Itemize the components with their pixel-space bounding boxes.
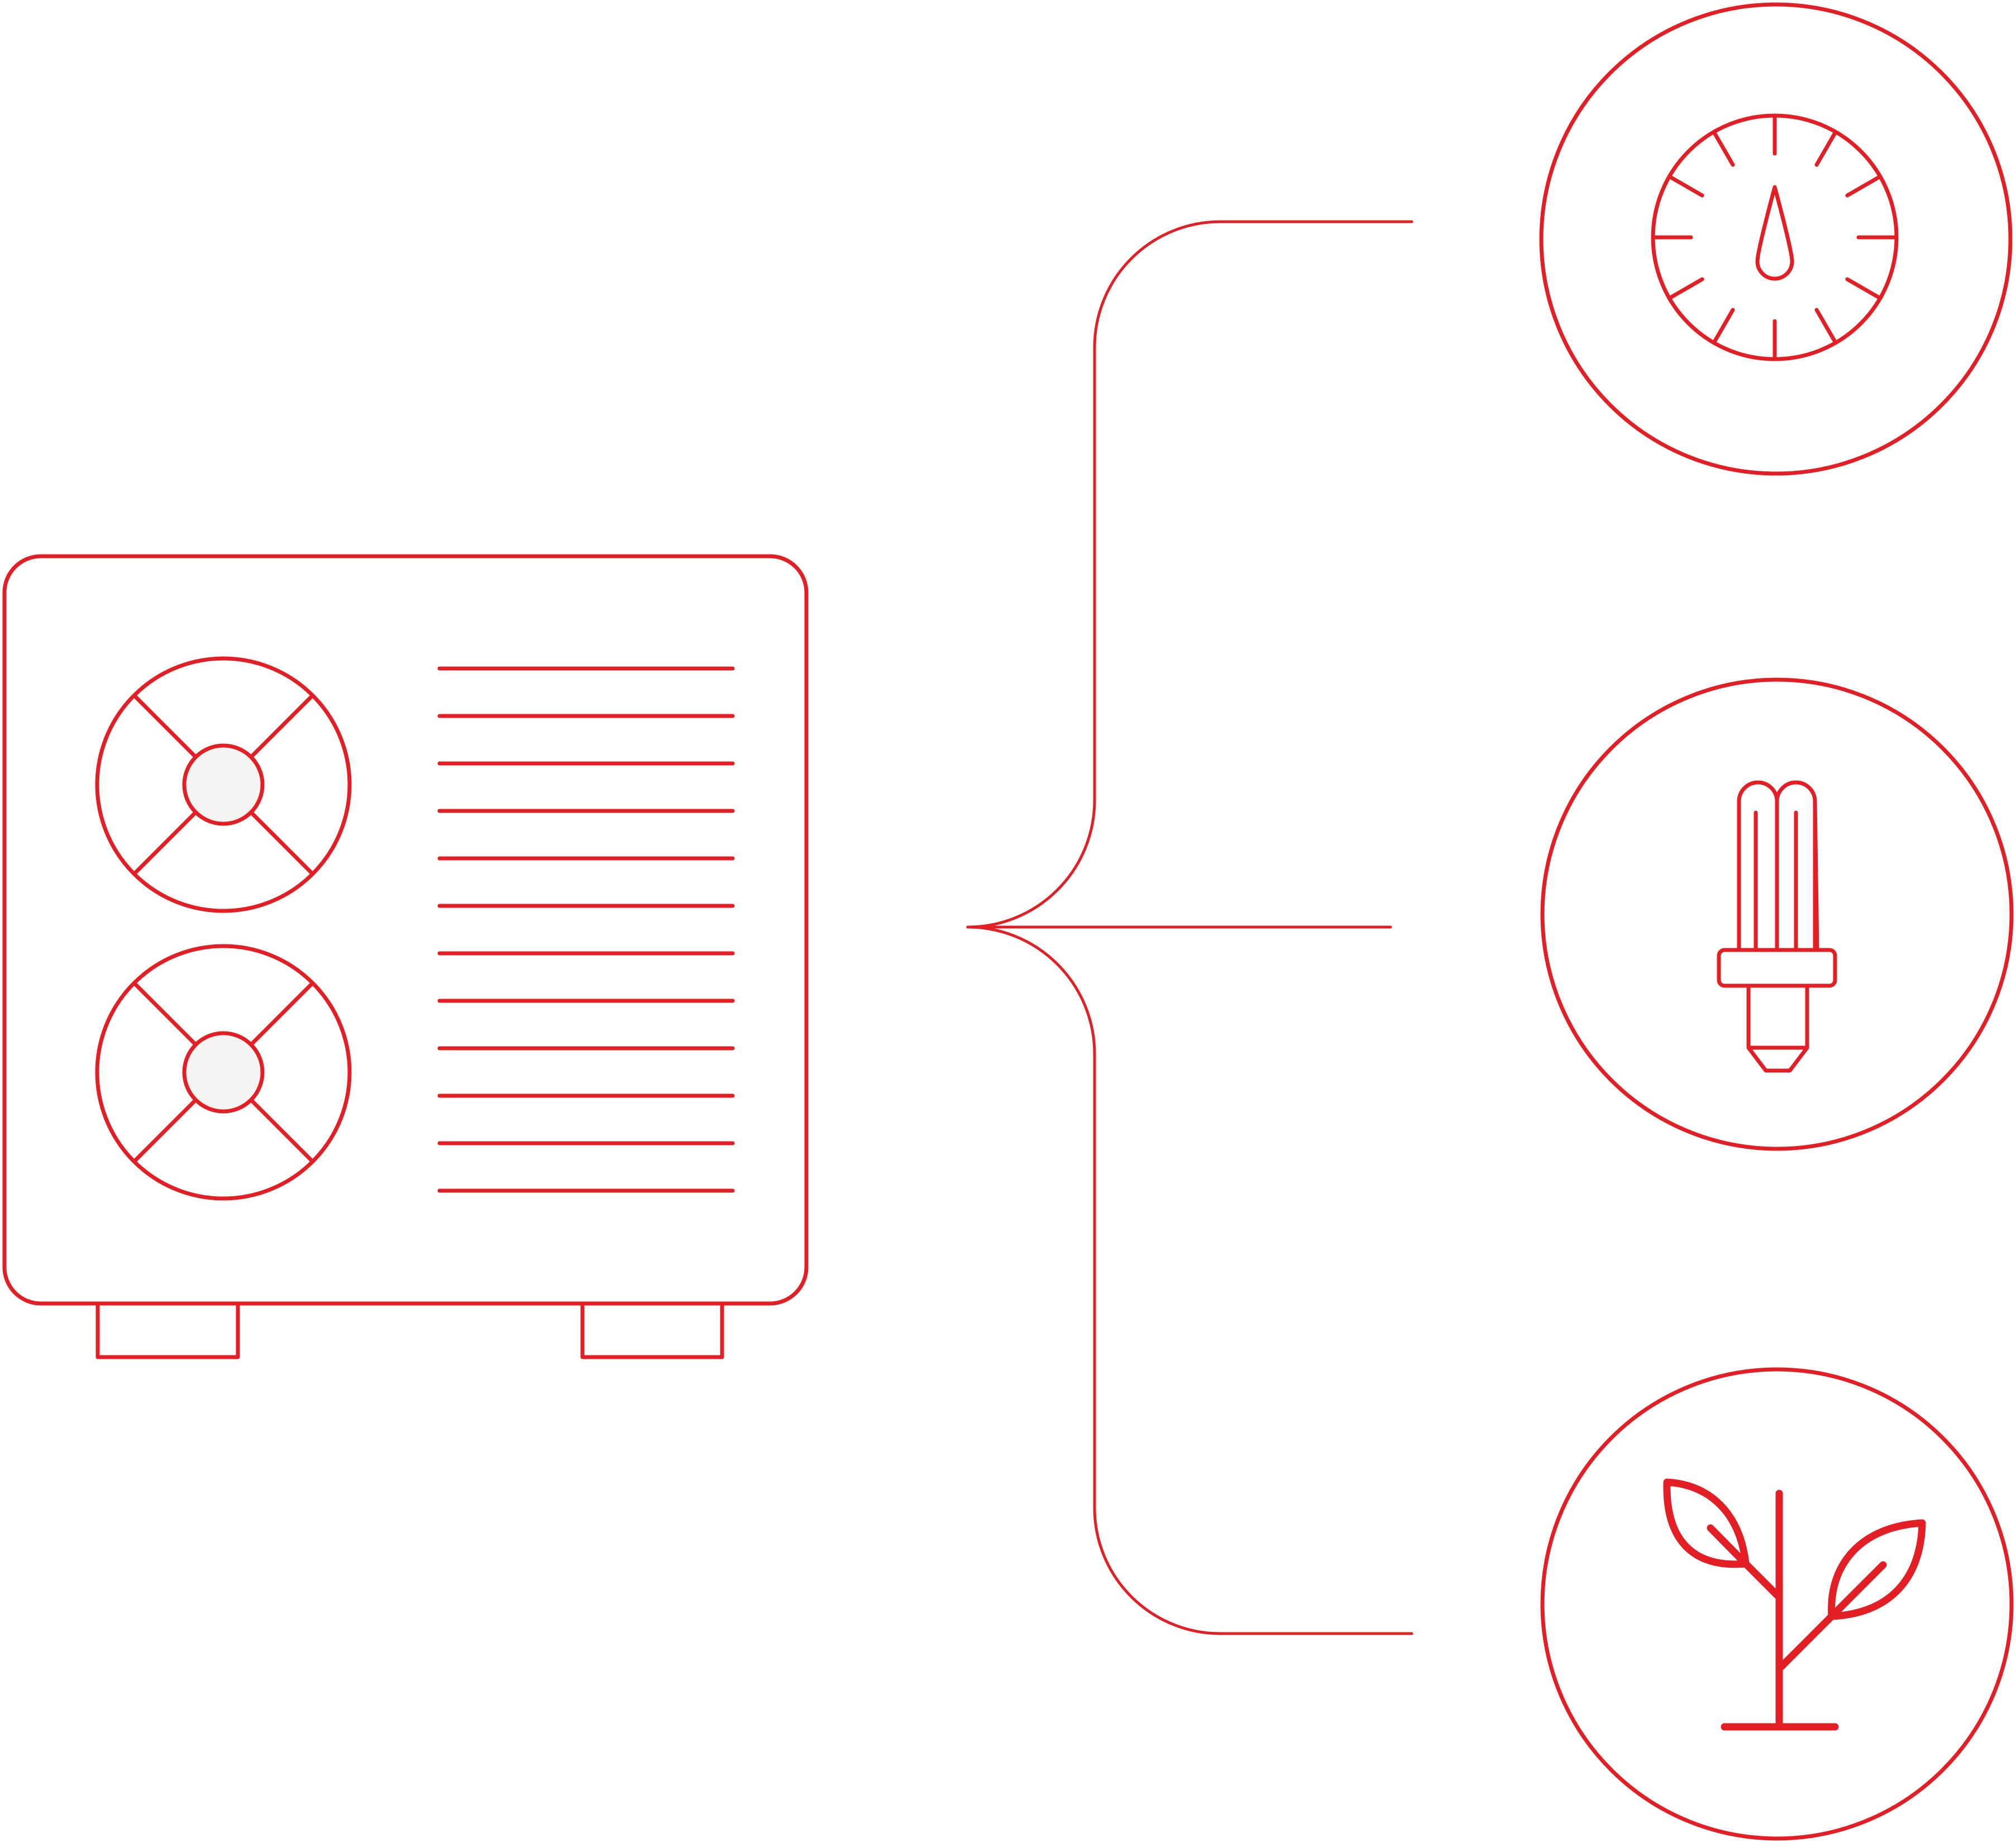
fan-ring (95, 656, 352, 913)
gauge-tick (1667, 277, 1704, 300)
gauge-tick (1712, 308, 1735, 345)
benefit-circle-outline (1540, 1367, 2014, 1841)
gauge-tick (1814, 308, 1838, 345)
fan-icon-bottom (95, 944, 352, 1201)
gauge-tick (1845, 277, 1883, 300)
benefit-circle-efficiency (1539, 2, 2013, 476)
benefit-circle-eco (1540, 1367, 2014, 1841)
gauge-tick (1667, 174, 1704, 198)
brace-bottom-branch (966, 925, 1413, 1635)
fan-ring (95, 944, 352, 1201)
brace-top-branch (966, 220, 1413, 929)
unit-foot-left (95, 1301, 240, 1359)
heat-pump-unit (2, 554, 809, 1359)
fan-hub (182, 1031, 265, 1114)
benefit-circle-energy (1540, 677, 2014, 1151)
fan-hub (182, 743, 265, 826)
energy-saving-bulb-icon (1717, 780, 1837, 1073)
plant-sprout-icon (1663, 1478, 1926, 1731)
brace-connector (966, 220, 1413, 1635)
gauge-icon (1651, 113, 1899, 361)
unit-foot-right (580, 1301, 724, 1359)
benefit-circle-outline (1539, 2, 2013, 476)
unit-cabinet (2, 554, 809, 1306)
gauge-tick (1712, 130, 1735, 167)
gauge-tick (1845, 174, 1883, 198)
fan-icon-top (95, 656, 352, 913)
gauge-tick (1814, 130, 1838, 167)
vent-grille (437, 666, 735, 1193)
benefit-circle-outline (1540, 677, 2014, 1151)
gauge-needle (1755, 185, 1794, 281)
